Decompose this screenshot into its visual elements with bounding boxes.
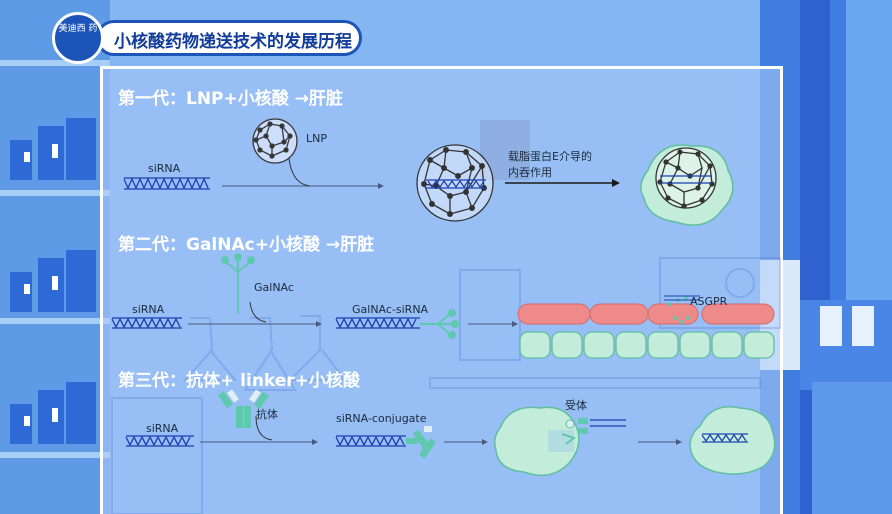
- galnac-sirna-icon: [335, 309, 459, 339]
- generation-2-heading: 第二代：GalNAc+小核酸 →肝脏: [118, 235, 375, 255]
- cell-with-sirna-icon: [689, 406, 776, 475]
- gen2-conjugate-label: GalNAc-siRNA: [352, 303, 429, 316]
- galnac-icon: [221, 253, 255, 314]
- logo-text: 美迪西 药: [58, 24, 98, 34]
- generation-1-heading: 第一代：LNP+小核酸 →肝脏: [118, 89, 343, 109]
- antibody-icon: [217, 389, 269, 428]
- antibody-link-curve: [255, 415, 273, 441]
- galnac-link-curve: [249, 301, 267, 323]
- arrowhead-3a: [312, 439, 318, 445]
- gen3-sirna-label: siRNA: [146, 422, 179, 435]
- gen2-receptor-label: ASGPR: [690, 295, 728, 308]
- company-logo: 美迪西 药: [52, 12, 104, 64]
- gen1-lnp-label: LNP: [306, 132, 327, 145]
- gen1-sirna-label: siRNA: [148, 162, 181, 175]
- sirna-helix: [125, 435, 194, 447]
- lnp-link-curve: [288, 157, 311, 187]
- arrowhead-1b: [612, 179, 620, 187]
- page-title: 小核酸药物递送技术的发展历程: [114, 32, 352, 52]
- arrowhead-3c: [676, 439, 682, 445]
- cell-with-lnp-icon: [640, 144, 734, 226]
- generation-3-heading: 第三代：抗体+ linker+小核酸: [118, 371, 360, 391]
- arrowhead-3b: [482, 439, 488, 445]
- sirna-conjugate-icon: [335, 426, 437, 459]
- sirna-helix: [123, 177, 210, 190]
- target-cell-receptor-icon: [493, 406, 626, 477]
- arrowhead-2a: [316, 321, 322, 327]
- gen3-antibody-label: 抗体: [256, 408, 278, 421]
- arrowhead-2b: [512, 321, 518, 327]
- gen3-conjugate-label: siRNA-conjugate: [336, 412, 427, 425]
- lnp-loaded-icon: [416, 144, 494, 222]
- arrowhead-1a: [378, 183, 384, 189]
- gen2-galnac-label: GalNAc: [254, 281, 294, 294]
- sirna-helix: [111, 317, 182, 329]
- gen1-process-label: 载脂蛋白E介导的 内吞作用: [508, 150, 592, 179]
- title-bar: [96, 20, 362, 56]
- gen3-receptor-label: 受体: [565, 399, 587, 412]
- hepatocyte-layer-icon: [517, 295, 775, 359]
- lnp-icon: [252, 118, 298, 164]
- content-panel: [100, 66, 783, 514]
- gen2-sirna-label: siRNA: [132, 303, 165, 316]
